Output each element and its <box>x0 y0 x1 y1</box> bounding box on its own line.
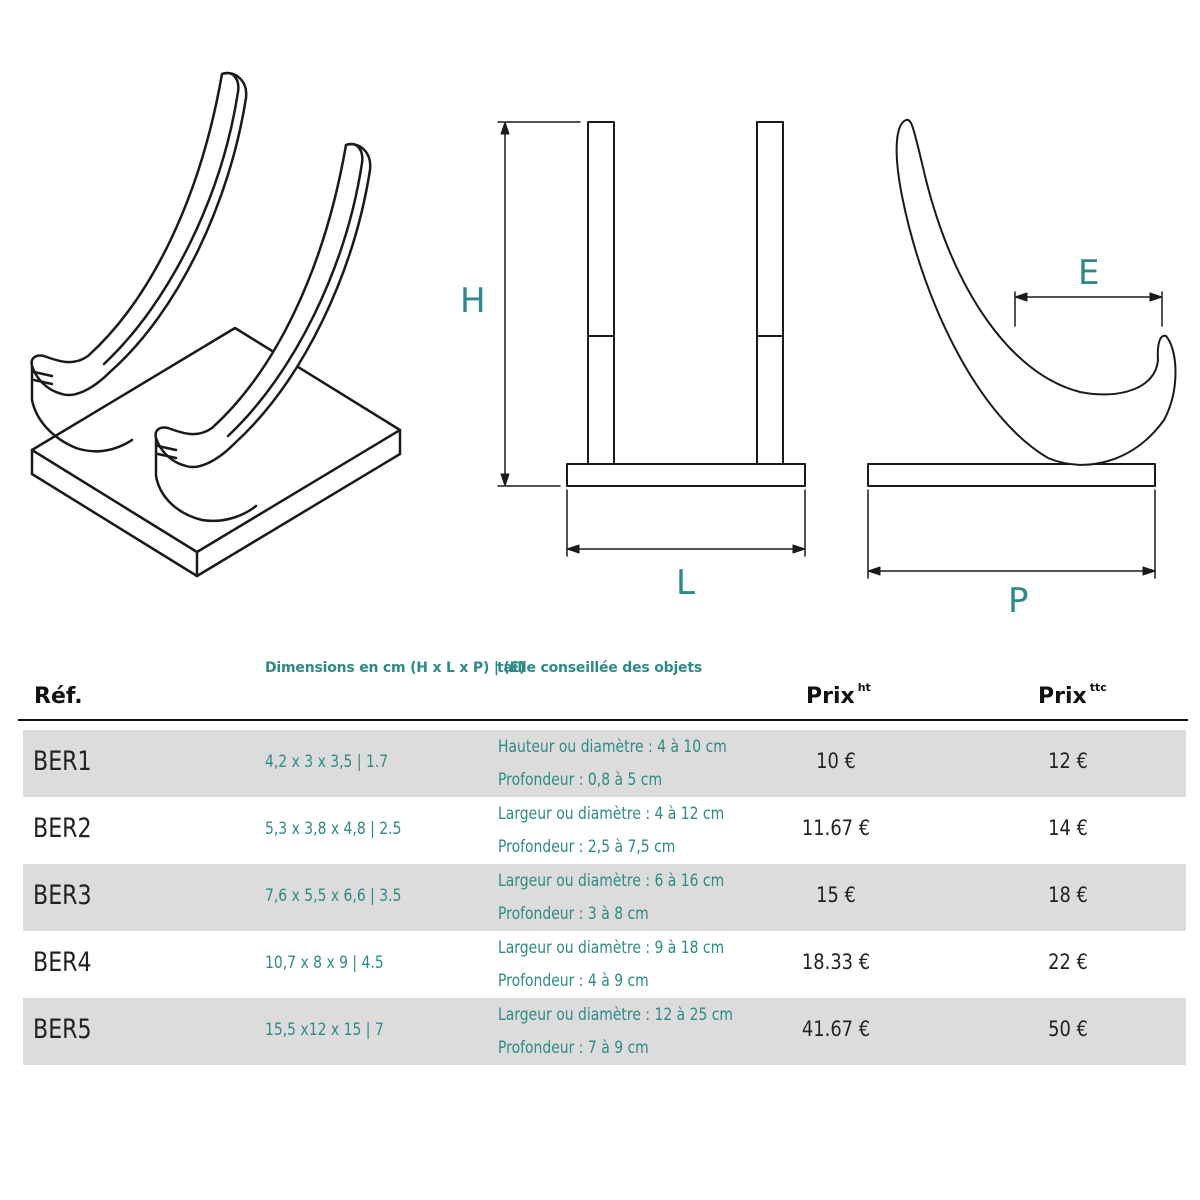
row-size-depth: Profondeur : 0,8 à 5 cm <box>498 770 663 790</box>
front-view <box>497 121 806 557</box>
row-size-main: Hauteur ou diamètre : 4 à 10 cm <box>498 737 727 757</box>
table-row: BER3 7,6 x 5,5 x 6,6 | 3.5 Largeur ou di… <box>23 864 1186 931</box>
size-column-heading: taille conseillée des objets <box>497 660 702 676</box>
row-size-depth: Profondeur : 3 à 8 cm <box>498 904 649 924</box>
row-ref: BER2 <box>33 813 92 844</box>
price-ht-suffix: ht <box>857 681 871 694</box>
row-ref: BER5 <box>33 1014 92 1045</box>
table-row: BER5 15,5 x12 x 15 | 7 Largeur ou diamèt… <box>23 998 1186 1065</box>
row-size-main: Largeur ou diamètre : 6 à 16 cm <box>498 871 725 891</box>
row-dimensions: 5,3 x 3,8 x 4,8 | 2.5 <box>265 819 402 839</box>
dimension-label-l: L <box>676 563 695 603</box>
row-dimensions: 7,6 x 5,5 x 6,6 | 3.5 <box>265 886 402 906</box>
row-dimensions: 15,5 x12 x 15 | 7 <box>265 1020 384 1040</box>
row-dimensions: 4,2 x 3 x 3,5 | 1.7 <box>265 752 389 772</box>
row-size-main: Largeur ou diamètre : 4 à 12 cm <box>498 804 725 824</box>
row-ref: BER4 <box>33 947 92 978</box>
table-row: BER4 10,7 x 8 x 9 | 4.5 Largeur ou diamè… <box>23 931 1186 998</box>
row-ref: BER3 <box>33 880 92 911</box>
dimension-label-p: P <box>1008 581 1029 621</box>
row-price-ht: 41.67 € <box>801 1017 871 1041</box>
row-size-depth: Profondeur : 7 à 9 cm <box>498 1038 649 1058</box>
row-size-main: Largeur ou diamètre : 9 à 18 cm <box>498 938 725 958</box>
price-ht-label: Prix <box>806 684 855 709</box>
row-ref: BER1 <box>33 746 92 777</box>
dimension-label-h: H <box>460 281 486 321</box>
table-row: BER1 4,2 x 3 x 3,5 | 1.7 Hauteur ou diam… <box>23 730 1186 797</box>
row-price-ht: 15 € <box>816 883 856 907</box>
side-view <box>867 118 1177 579</box>
row-price-ht: 10 € <box>816 749 856 773</box>
row-size-depth: Profondeur : 4 à 9 cm <box>498 971 649 991</box>
row-price-ttc: 18 € <box>1048 883 1088 907</box>
product-drawings <box>30 71 1177 579</box>
price-ttc-suffix: ttc <box>1089 681 1107 694</box>
row-size-depth: Profondeur : 2,5 à 7,5 cm <box>498 837 676 857</box>
dimensions-column-heading: Dimensions en cm (H x L x P) | (E) <box>265 660 526 676</box>
row-price-ttc: 14 € <box>1048 816 1088 840</box>
isometric-view <box>30 71 402 578</box>
header-divider <box>18 719 1188 721</box>
ref-column-header: Réf. <box>34 684 83 709</box>
row-price-ttc: 50 € <box>1048 1017 1088 1041</box>
price-ttc-label: Prix <box>1038 684 1087 709</box>
row-dimensions: 10,7 x 8 x 9 | 4.5 <box>265 953 384 973</box>
table-row: BER2 5,3 x 3,8 x 4,8 | 2.5 Largeur ou di… <box>23 797 1186 864</box>
row-price-ttc: 12 € <box>1048 749 1088 773</box>
row-size-main: Largeur ou diamètre : 12 à 25 cm <box>498 1005 734 1025</box>
row-price-ttc: 22 € <box>1048 950 1088 974</box>
row-price-ht: 11.67 € <box>801 816 871 840</box>
dimension-label-e: E <box>1078 253 1100 293</box>
row-price-ht: 18.33 € <box>801 950 871 974</box>
